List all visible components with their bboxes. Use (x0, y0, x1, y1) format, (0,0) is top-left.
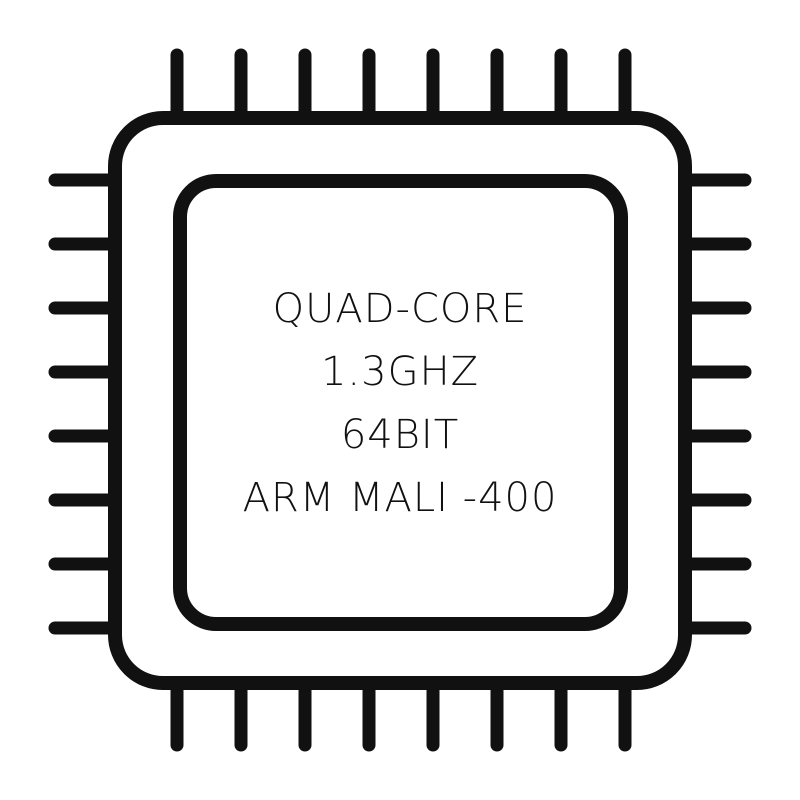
chip-spec-text: QUAD-CORE 1.3GHZ 64BIT ARM MALI -400 (180, 278, 620, 530)
chip-pins-left (48, 173, 122, 635)
chip-inner-die (173, 174, 628, 631)
spec-line-architecture: 64BIT (340, 412, 460, 458)
spec-line-cores: QUAD-CORE (272, 286, 528, 332)
chip-pins-top (170, 48, 632, 125)
chip-pins-bottom (170, 676, 632, 752)
spec-line-gpu: ARM MALI -400 (242, 475, 558, 521)
spec-line-frequency: 1.3GHZ (320, 349, 480, 395)
chip-pins-right (678, 173, 752, 635)
